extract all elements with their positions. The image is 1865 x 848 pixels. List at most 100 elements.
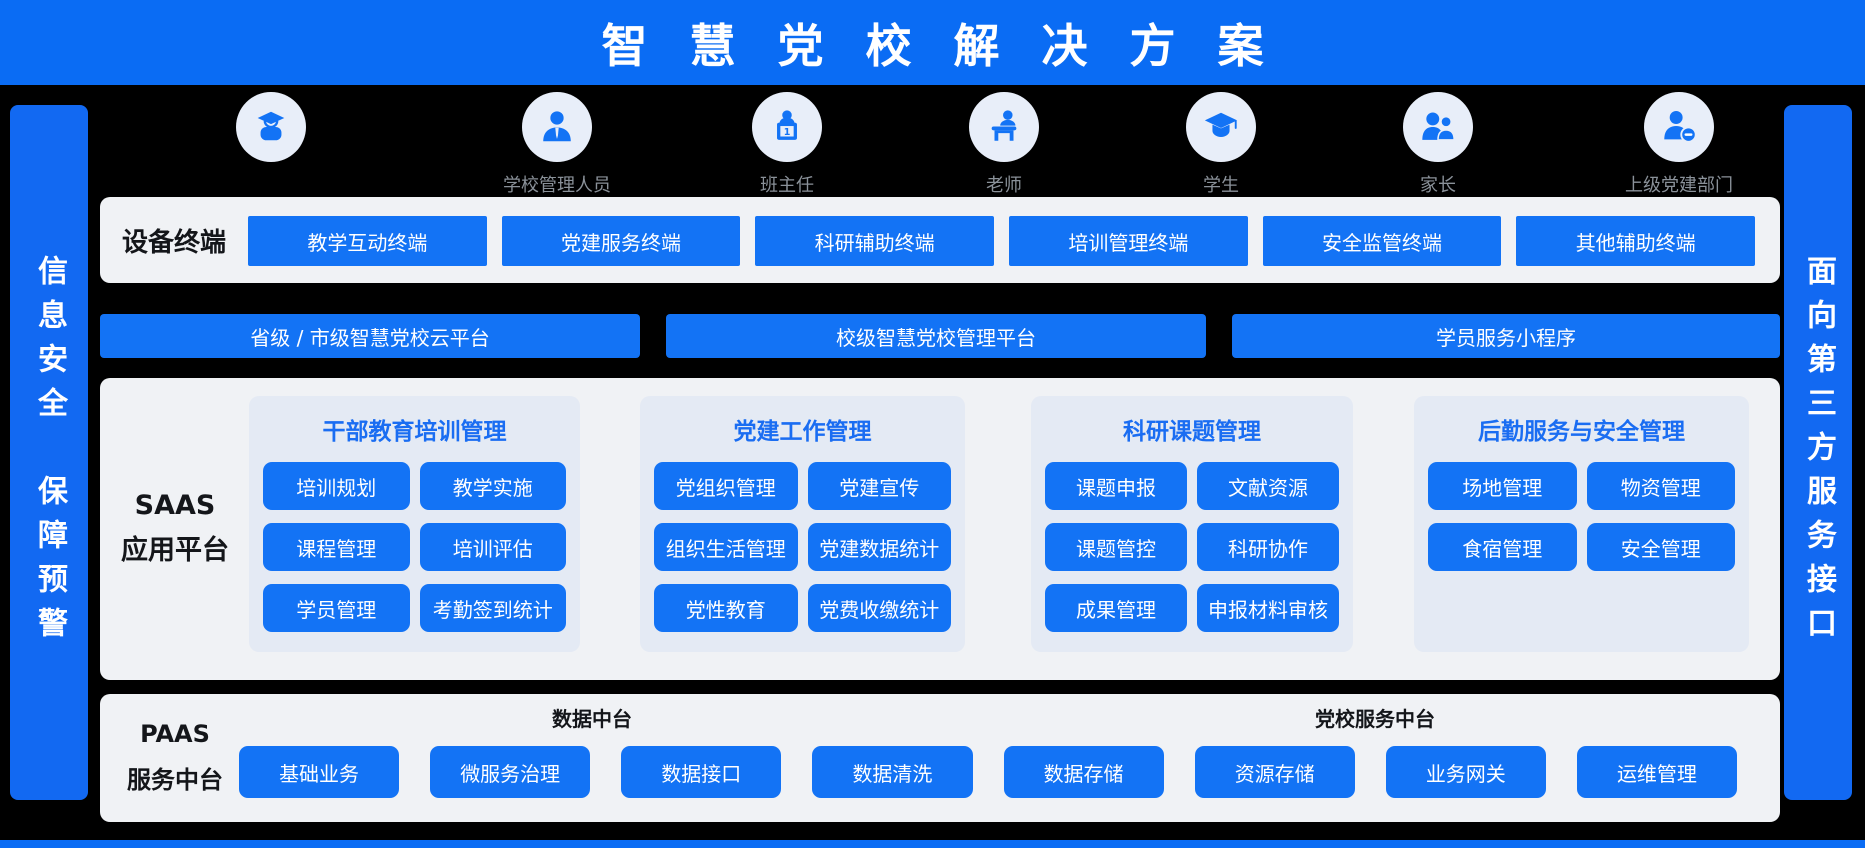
paas-button[interactable]: 业务网关 bbox=[1385, 746, 1546, 798]
role-graduate bbox=[201, 92, 341, 171]
paas-section-title-data: 数据中台 bbox=[552, 707, 632, 731]
paas-button[interactable]: 基础业务 bbox=[239, 746, 400, 798]
paas-label-line2: 服务中台 bbox=[127, 766, 223, 794]
saas-group-cadre-training: 干部教育培训管理 培训规划 教学实施 课程管理 培训评估 学员管理 考勤签到统计 bbox=[249, 396, 580, 652]
head-teacher-icon: 1 bbox=[777, 110, 797, 140]
role-parents: 家长 bbox=[1368, 92, 1508, 197]
graduate-icon bbox=[257, 111, 285, 141]
group-title: 后勤服务与安全管理 bbox=[1478, 419, 1685, 445]
group-grid: 场地管理 物资管理 食宿管理 安全管理 bbox=[1428, 462, 1735, 571]
bottom-accent-strip bbox=[0, 840, 1865, 848]
module-button[interactable]: 党组织管理 bbox=[654, 462, 798, 510]
student-icon bbox=[1204, 112, 1238, 137]
platform-bar-cloud[interactable]: 省级 / 市级智慧党校云平台 bbox=[100, 314, 640, 358]
role-circle: 1 bbox=[752, 92, 822, 162]
device-terminal-label: 设备终端 bbox=[122, 227, 227, 258]
module-button[interactable]: 党费收缴统计 bbox=[807, 584, 951, 632]
module-button[interactable]: 成果管理 bbox=[1045, 584, 1187, 632]
paas-panel: PAAS 服务中台 数据中台 党校服务中台 基础业务 微服务治理 数据接口 数据… bbox=[100, 694, 1780, 822]
module-button[interactable]: 党性教育 bbox=[654, 584, 798, 632]
module-button[interactable]: 课题申报 bbox=[1045, 462, 1187, 510]
role-circle bbox=[522, 92, 592, 162]
info-security-text-1: 信息安全 bbox=[32, 254, 67, 431]
module-button[interactable]: 课题管控 bbox=[1045, 523, 1187, 571]
module-button[interactable]: 组织生活管理 bbox=[654, 523, 798, 571]
saas-label-line1: SAAS bbox=[134, 490, 216, 522]
device-terminal-buttons: 教学互动终端 党建服务终端 科研辅助终端 培训管理终端 安全监管终端 其他辅助终… bbox=[248, 216, 1756, 266]
module-button[interactable]: 考勤签到统计 bbox=[419, 584, 566, 632]
role-circle bbox=[1403, 92, 1473, 162]
paas-button[interactable]: 微服务治理 bbox=[430, 746, 591, 798]
role-label: 上级党建部门 bbox=[1625, 175, 1733, 196]
paas-button[interactable]: 数据接口 bbox=[621, 746, 782, 798]
module-button[interactable]: 食宿管理 bbox=[1428, 523, 1577, 571]
role-teacher: 老师 bbox=[934, 92, 1074, 197]
module-button[interactable]: 课程管理 bbox=[263, 523, 410, 571]
group-grid: 培训规划 教学实施 课程管理 培训评估 学员管理 考勤签到统计 bbox=[263, 462, 566, 632]
module-button[interactable]: 培训评估 bbox=[419, 523, 566, 571]
saas-label-line2: 应用平台 bbox=[121, 535, 229, 566]
role-label: 老师 bbox=[986, 175, 1022, 196]
saas-group-research: 科研课题管理 课题申报 文献资源 课题管控 科研协作 成果管理 申报材料审核 bbox=[1031, 396, 1353, 652]
page-title: 智慧党校解决方案 bbox=[601, 18, 1306, 73]
group-title: 干部教育培训管理 bbox=[322, 419, 507, 445]
paas-button[interactable]: 数据存储 bbox=[1003, 746, 1164, 798]
role-circle bbox=[969, 92, 1039, 162]
module-button[interactable]: 文献资源 bbox=[1197, 462, 1339, 510]
device-terminal-button[interactable]: 党建服务终端 bbox=[501, 216, 741, 266]
top-banner: 智慧党校解决方案 bbox=[0, 0, 1865, 85]
paas-button[interactable]: 资源存储 bbox=[1194, 746, 1355, 798]
role-label: 学生 bbox=[1203, 175, 1239, 196]
module-button[interactable]: 安全管理 bbox=[1586, 523, 1735, 571]
module-button[interactable]: 场地管理 bbox=[1428, 462, 1577, 510]
saas-group-logistics-safety: 后勤服务与安全管理 场地管理 物资管理 食宿管理 安全管理 bbox=[1414, 396, 1749, 652]
role-label: 家长 bbox=[1420, 175, 1456, 196]
role-school-admin: 学校管理人员 bbox=[487, 92, 627, 197]
module-button[interactable]: 物资管理 bbox=[1586, 462, 1735, 510]
info-security-text-2: 保障预警 bbox=[32, 474, 67, 651]
role-circle bbox=[1644, 92, 1714, 162]
svg-text:1: 1 bbox=[784, 127, 791, 138]
group-grid: 课题申报 文献资源 课题管控 科研协作 成果管理 申报材料审核 bbox=[1045, 462, 1339, 632]
role-label: 班主任 bbox=[760, 175, 814, 196]
paas-button[interactable]: 运维管理 bbox=[1576, 746, 1737, 798]
device-terminal-button[interactable]: 教学互动终端 bbox=[248, 216, 487, 266]
third-party-api-text: 面向第三方服务接口 bbox=[1801, 254, 1836, 651]
paas-panel-label: PAAS 服务中台 bbox=[110, 694, 240, 822]
parents-icon bbox=[1422, 112, 1455, 141]
group-grid: 党组织管理 党建宣传 组织生活管理 党建数据统计 党性教育 党费收缴统计 bbox=[654, 462, 951, 632]
platform-bar-school[interactable]: 校级智慧党校管理平台 bbox=[666, 314, 1206, 358]
device-terminal-panel: 设备终端 教学互动终端 党建服务终端 科研辅助终端 培训管理终端 安全监管终端 … bbox=[100, 197, 1780, 283]
role-head-teacher: 1 班主任 bbox=[717, 92, 857, 197]
superior-party-dept-icon bbox=[1664, 111, 1697, 143]
module-button[interactable]: 科研协作 bbox=[1197, 523, 1339, 571]
module-button[interactable]: 教学实施 bbox=[419, 462, 566, 510]
group-title: 科研课题管理 bbox=[1123, 419, 1261, 445]
school-admin-icon bbox=[543, 111, 571, 142]
device-terminal-button[interactable]: 培训管理终端 bbox=[1009, 216, 1248, 266]
saas-panel: SAAS 应用平台 干部教育培训管理 培训规划 教学实施 课程管理 培训评估 学… bbox=[100, 378, 1780, 680]
module-button[interactable]: 申报材料审核 bbox=[1197, 584, 1339, 632]
module-button[interactable]: 培训规划 bbox=[263, 462, 410, 510]
device-terminal-button[interactable]: 安全监管终端 bbox=[1262, 216, 1502, 266]
device-terminal-button[interactable]: 科研辅助终端 bbox=[755, 216, 995, 266]
module-button[interactable]: 党建宣传 bbox=[807, 462, 951, 510]
module-button[interactable]: 学员管理 bbox=[263, 584, 410, 632]
paas-section-title-service: 党校服务中台 bbox=[1315, 707, 1435, 731]
role-label: 学校管理人员 bbox=[503, 175, 611, 196]
role-circle bbox=[1186, 92, 1256, 162]
third-party-api-sidebar: 面向第三方服务接口 bbox=[1784, 105, 1852, 800]
paas-buttons: 基础业务 微服务治理 数据接口 数据清洗 数据存储 资源存储 业务网关 运维管理 bbox=[239, 746, 1737, 798]
device-terminal-button[interactable]: 其他辅助终端 bbox=[1516, 216, 1756, 266]
role-circle bbox=[236, 92, 306, 162]
saas-group-party-building: 党建工作管理 党组织管理 党建宣传 组织生活管理 党建数据统计 党性教育 党费收… bbox=[640, 396, 965, 652]
platform-bar-miniprogram[interactable]: 学员服务小程序 bbox=[1232, 314, 1780, 358]
group-title: 党建工作管理 bbox=[733, 419, 872, 445]
role-superior-party-dept: 上级党建部门 bbox=[1609, 92, 1749, 197]
saas-panel-label: SAAS 应用平台 bbox=[100, 378, 250, 680]
module-button[interactable]: 党建数据统计 bbox=[807, 523, 951, 571]
paas-label-line1: PAAS bbox=[140, 720, 210, 749]
paas-button[interactable]: 数据清洗 bbox=[812, 746, 973, 798]
teacher-icon bbox=[991, 110, 1017, 141]
